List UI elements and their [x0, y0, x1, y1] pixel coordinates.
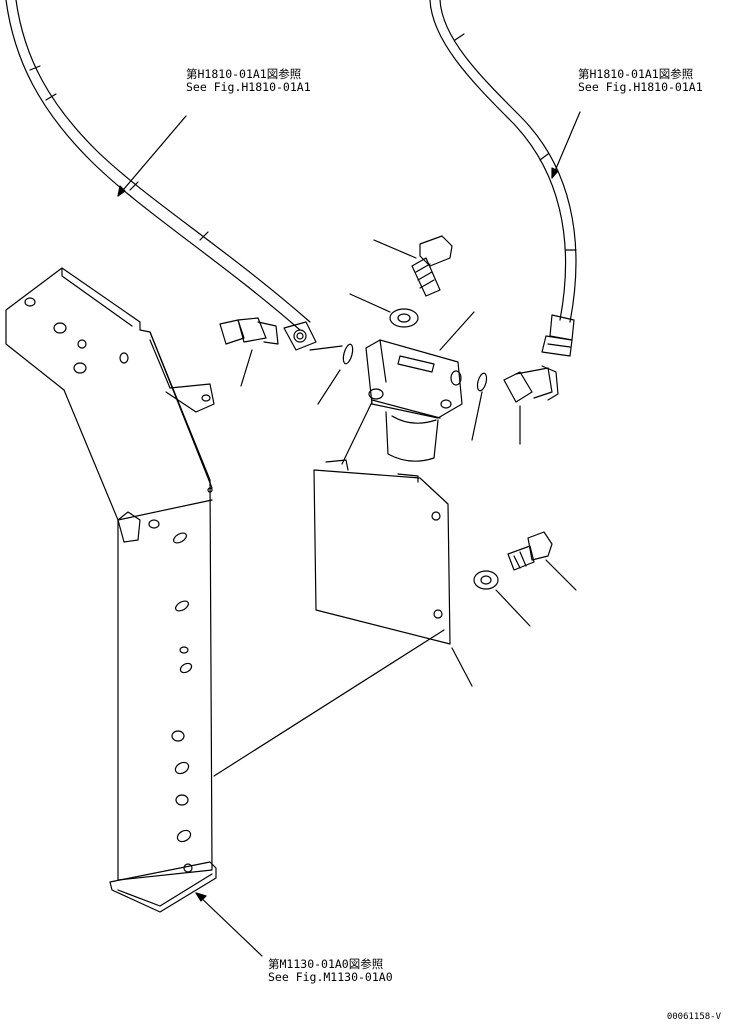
reference-label-jp: 第H1810-01A1図参照 [186, 67, 302, 81]
hose-right-fitting [542, 315, 574, 356]
reference-label-top-left: 第H1810-01A1図参照 See Fig.H1810-01A1 [186, 68, 311, 94]
hose-right [430, 0, 576, 322]
o-ring-left [310, 343, 354, 404]
figure-id: 00061158-V [666, 1012, 721, 1022]
main-bracket [6, 268, 216, 912]
reference-label-en: See Fig.M1130-01A0 [268, 970, 393, 984]
elbow-fitting [504, 366, 558, 444]
straight-fitting-left [220, 318, 316, 386]
mounting-plate [214, 402, 472, 776]
o-ring-right [472, 372, 488, 440]
washer-top [350, 294, 418, 327]
bolt-top [374, 236, 452, 296]
reference-label-bottom: 第M1130-01A0図参照 See Fig.M1130-01A0 [268, 958, 393, 984]
reference-label-jp: 第H1810-01A1図参照 [578, 67, 694, 81]
hose-left [6, 0, 310, 330]
leader-lines [118, 112, 580, 956]
reference-label-top-right: 第H1810-01A1図参照 See Fig.H1810-01A1 [578, 68, 703, 94]
bolt-right [508, 532, 576, 590]
reference-label-en: See Fig.H1810-01A1 [578, 80, 703, 94]
washer-right [474, 571, 530, 626]
reference-label-en: See Fig.H1810-01A1 [186, 80, 311, 94]
filter-head [366, 312, 474, 461]
reference-label-jp: 第M1130-01A0図参照 [268, 957, 384, 971]
